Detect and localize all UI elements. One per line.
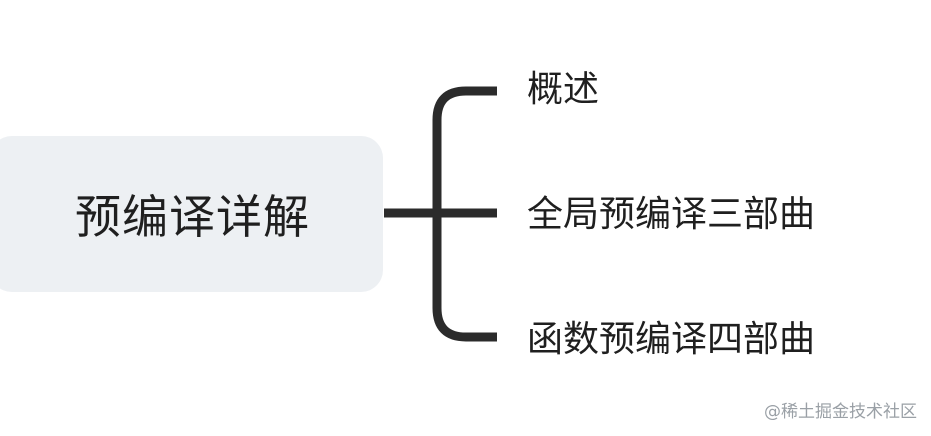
- watermark: @稀土掘金技术社区: [764, 402, 917, 422]
- bracket-curve: [432, 86, 497, 342]
- child-node-global-precompile: 全局预编译三部曲: [527, 194, 816, 235]
- root-node-label: 预编译详解: [75, 190, 310, 244]
- child-node-overview: 概述: [527, 69, 600, 110]
- root-node: 预编译详解: [0, 136, 383, 292]
- child-node-function-precompile: 函数预编译四部曲: [527, 319, 816, 360]
